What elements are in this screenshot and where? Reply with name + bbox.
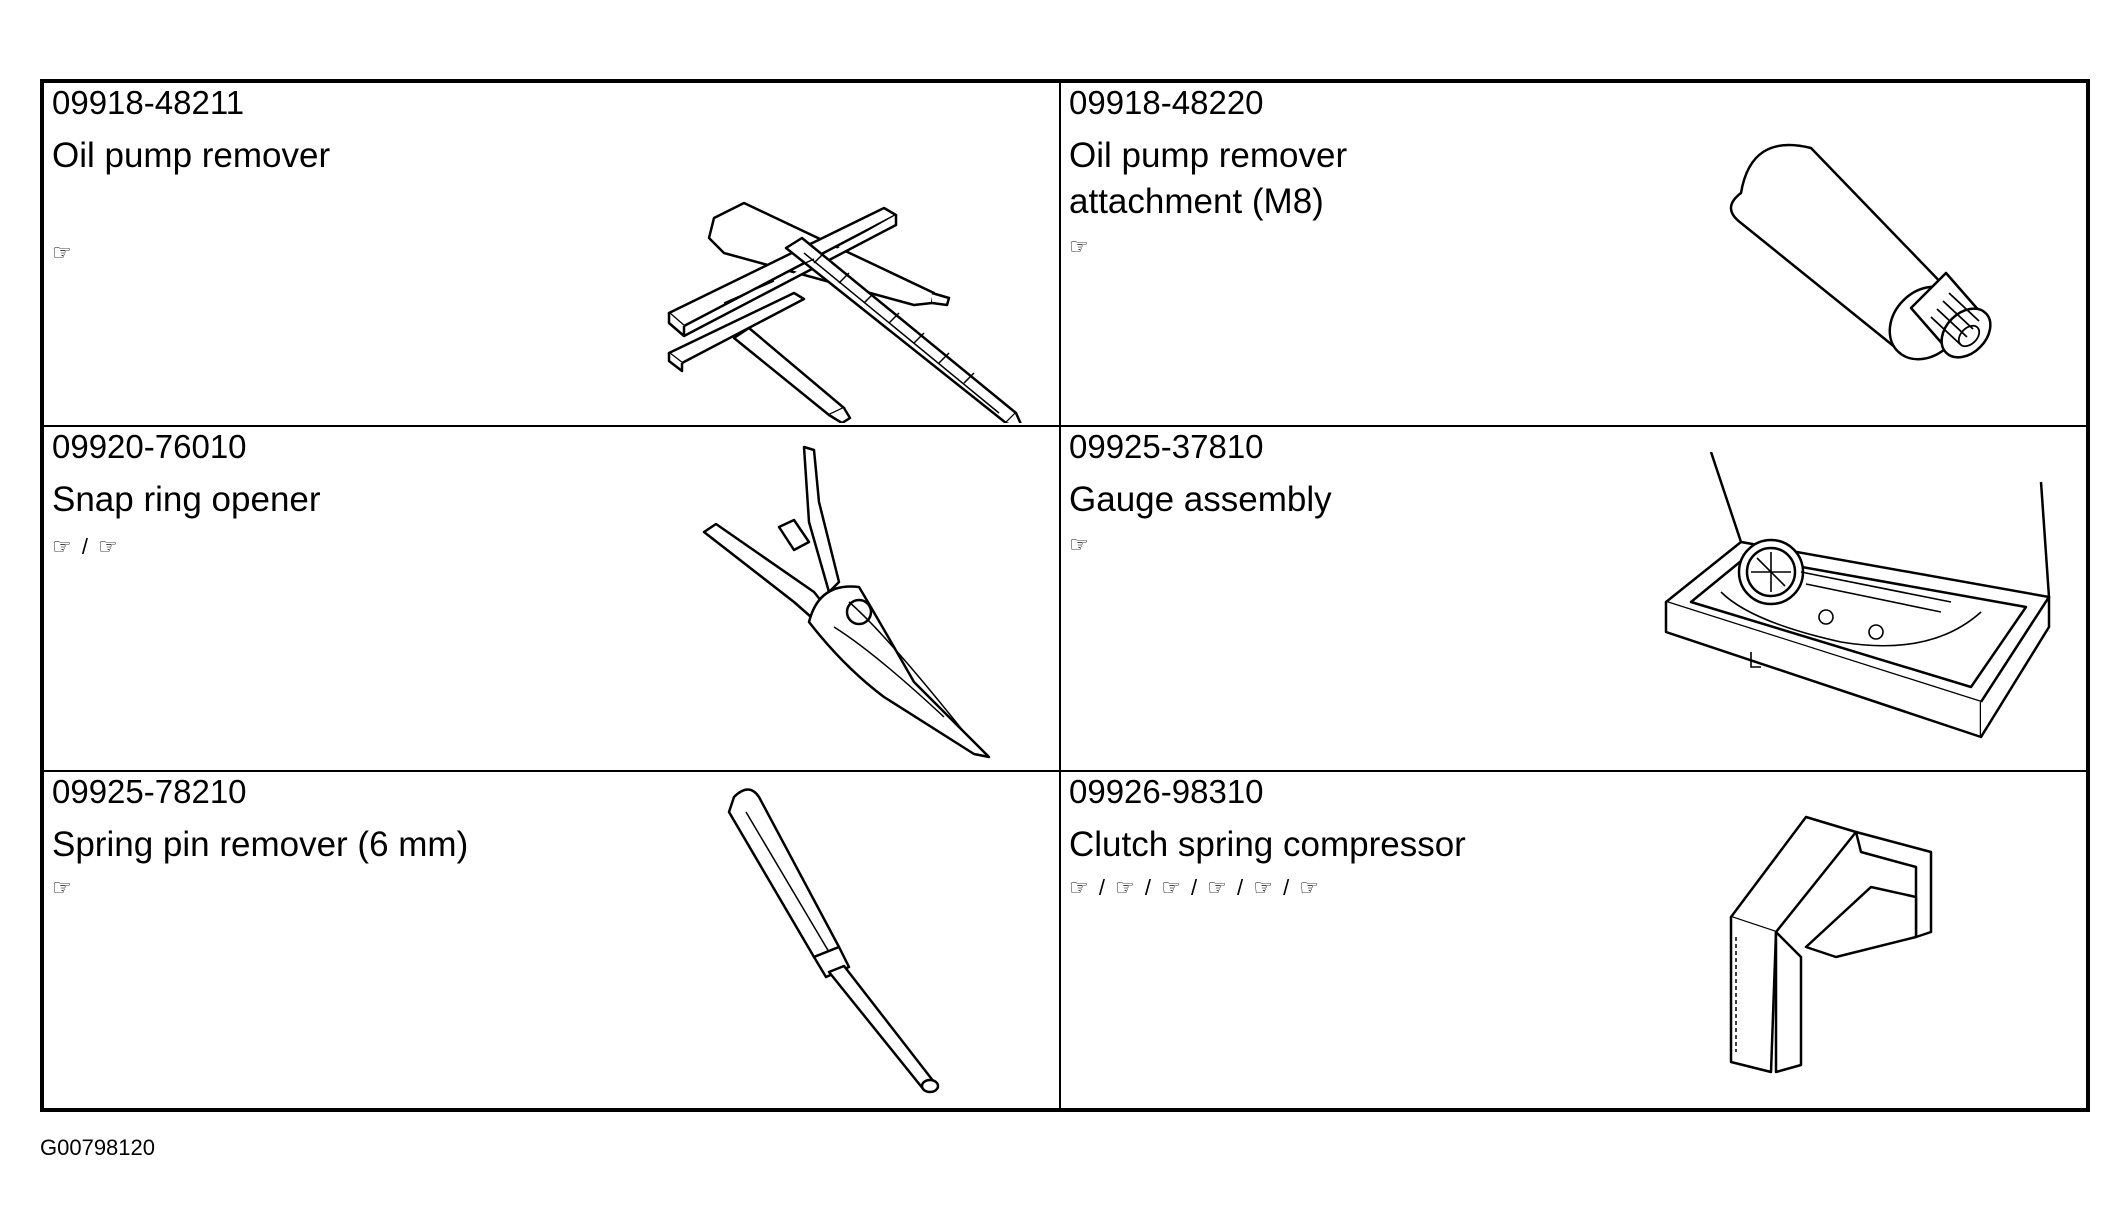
- tool-cell: 09920-76010 Snap ring opener ☞ / ☞: [44, 427, 1061, 772]
- part-number: 09926-98310: [1069, 773, 1264, 810]
- reference-links[interactable]: ☞: [1069, 234, 1091, 259]
- reference-links[interactable]: ☞ / ☞: [52, 534, 120, 559]
- reference-links[interactable]: ☞: [1069, 532, 1091, 557]
- tool-cell: 09926-98310 Clutch spring compressor ☞ /…: [1061, 772, 2088, 1108]
- tool-cell: 09925-78210 Spring pin remover (6 mm) ☞: [44, 772, 1061, 1108]
- reference-links[interactable]: ☞ / ☞ / ☞ / ☞ / ☞ / ☞: [1069, 875, 1322, 900]
- special-tools-table: 09918-48211 Oil pump remover ☞: [40, 79, 2090, 1112]
- snap-ring-pliers-icon: [702, 445, 991, 759]
- figure-id: G00798120: [40, 1135, 155, 1160]
- spring-pin-punch-icon: [727, 788, 940, 1094]
- tool-cell: 09918-48211 Oil pump remover ☞: [44, 83, 1061, 427]
- tool-name: Oil pump remover: [52, 136, 331, 175]
- part-number: 09918-48220: [1069, 84, 1264, 121]
- reference-links[interactable]: ☞: [52, 240, 74, 265]
- tool-cell: 09925-37810 Gauge assembly ☞: [1061, 427, 2088, 772]
- tool-name: Snap ring opener: [52, 480, 321, 519]
- tool-name: Clutch spring compressor: [1069, 825, 1466, 864]
- oil-pump-remover-icon: [667, 201, 1022, 423]
- part-number: 09918-48211: [52, 84, 245, 121]
- attachment-cylinder-icon: [1729, 143, 1992, 361]
- part-number: 09920-76010: [52, 428, 247, 465]
- tool-name: Oil pump remover attachment (M8): [1069, 136, 1348, 221]
- tool-name: Spring pin remover (6 mm): [52, 825, 469, 864]
- part-number: 09925-78210: [52, 773, 247, 810]
- part-number: 09925-37810: [1069, 428, 1264, 465]
- gauge-assembly-icon: [1664, 452, 2051, 739]
- tool-name: Gauge assembly: [1069, 480, 1332, 519]
- reference-links[interactable]: ☞: [52, 875, 74, 900]
- clutch-spring-compressor-icon: [1729, 815, 1933, 1074]
- tool-cell: 09918-48220 Oil pump remover attachment …: [1061, 83, 2088, 427]
